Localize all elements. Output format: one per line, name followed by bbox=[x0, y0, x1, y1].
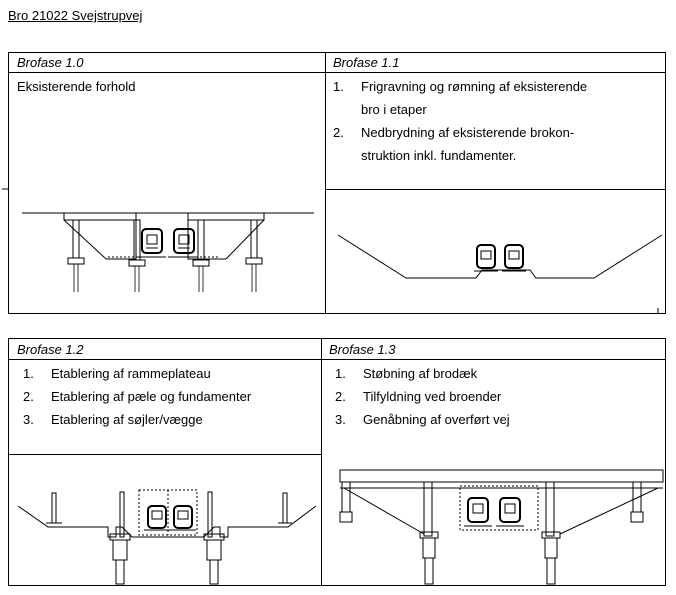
bridge-drawing-1-1 bbox=[324, 52, 666, 314]
header-row-divider bbox=[9, 72, 665, 73]
phase-1-1-list: 1.Frigravning og rømning af eksisterende… bbox=[333, 75, 587, 167]
vehicle-icon bbox=[170, 229, 198, 257]
list-item: 2.Etablering af pæle og fundamenter bbox=[23, 389, 252, 404]
phase-1-0-description: Eksisterende forhold bbox=[17, 79, 136, 94]
vehicle-icon bbox=[502, 245, 526, 271]
vehicle-icon bbox=[170, 506, 196, 530]
text-image-divider bbox=[325, 189, 665, 190]
phase-1-2-list: 1.Etablering af rammeplateau 2.Etablerin… bbox=[23, 362, 251, 431]
list-item: 1.Frigravning og rømning af eksisterende… bbox=[333, 79, 588, 117]
list-item: 2.Tilfyldning ved broender bbox=[335, 389, 502, 404]
phase-header-1-3: Brofase 1.3 bbox=[329, 342, 396, 357]
header-row-divider bbox=[9, 359, 665, 360]
vehicle-icon bbox=[138, 229, 166, 257]
vehicle-icon bbox=[496, 498, 524, 526]
vehicle-icon bbox=[474, 245, 498, 271]
list-item: 3.Etablering af søjler/vægge bbox=[23, 412, 203, 427]
bridge-drawing-1-3 bbox=[320, 338, 666, 586]
bridge-drawing-1-2 bbox=[8, 338, 320, 586]
vehicle-icon bbox=[464, 498, 492, 526]
list-item: 1.Etablering af rammeplateau bbox=[23, 366, 211, 381]
phase-header-1-0: Brofase 1.0 bbox=[17, 55, 84, 70]
bridge-drawing-1-0 bbox=[8, 52, 324, 314]
phase-header-1-2: Brofase 1.2 bbox=[17, 342, 84, 357]
phase-table-top: Brofase 1.0 Brofase 1.1 Eksisterende for… bbox=[8, 52, 666, 314]
text-image-divider bbox=[9, 454, 321, 455]
list-item: 1.Støbning af brodæk bbox=[335, 366, 478, 381]
column-divider bbox=[321, 339, 322, 585]
list-item: 2.Nedbrydning af eksisterende brokon-str… bbox=[333, 125, 575, 163]
list-item: 3.Genåbning af overført vej bbox=[335, 412, 510, 427]
vehicle-icon bbox=[144, 506, 170, 530]
document-title: Bro 21022 Svejstrupvej bbox=[8, 8, 143, 23]
phase-table-bottom: Brofase 1.2 Brofase 1.3 1.Etablering af … bbox=[8, 338, 666, 586]
phase-header-1-1: Brofase 1.1 bbox=[333, 55, 400, 70]
column-divider bbox=[325, 53, 326, 313]
phase-1-3-list: 1.Støbning af brodæk 2.Tilfyldning ved b… bbox=[335, 362, 510, 431]
